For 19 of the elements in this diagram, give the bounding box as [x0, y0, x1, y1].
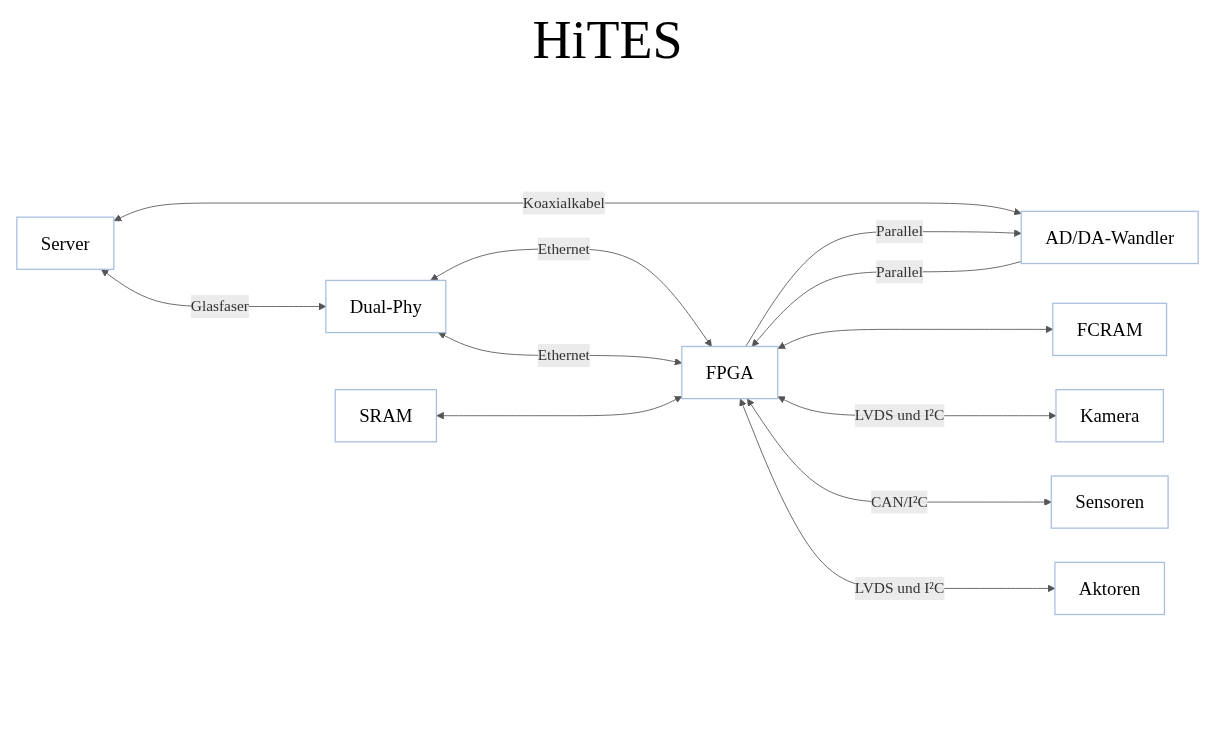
node-box: Sensoren	[1050, 474, 1169, 529]
node-box: FPGA	[681, 345, 779, 399]
edge-label: Ethernet	[537, 345, 590, 364]
node-box: Dual-Phy	[325, 279, 447, 333]
edge-label: Ethernet	[537, 239, 590, 257]
node-box: Server	[16, 216, 115, 270]
node-box: AD/DA-Wandler	[1020, 210, 1199, 264]
node-box: Kamera	[1055, 388, 1165, 442]
edge-label: LVDS und I²C	[854, 406, 945, 424]
edge-label: Parallel	[875, 262, 923, 280]
edge-label: Koaxialkabel	[522, 193, 605, 211]
edge-label: Parallel	[875, 222, 923, 240]
node-box: SRAM	[334, 388, 438, 442]
node-box: FCRAM	[1052, 302, 1168, 356]
node-box: Aktoren	[1054, 561, 1166, 615]
edge-label: Glasfaser	[190, 297, 249, 315]
diagram-title: HiTES	[531, 9, 684, 72]
edge-label: CAN/I²C	[871, 492, 928, 510]
edge-label: LVDS und I²C	[854, 578, 945, 597]
